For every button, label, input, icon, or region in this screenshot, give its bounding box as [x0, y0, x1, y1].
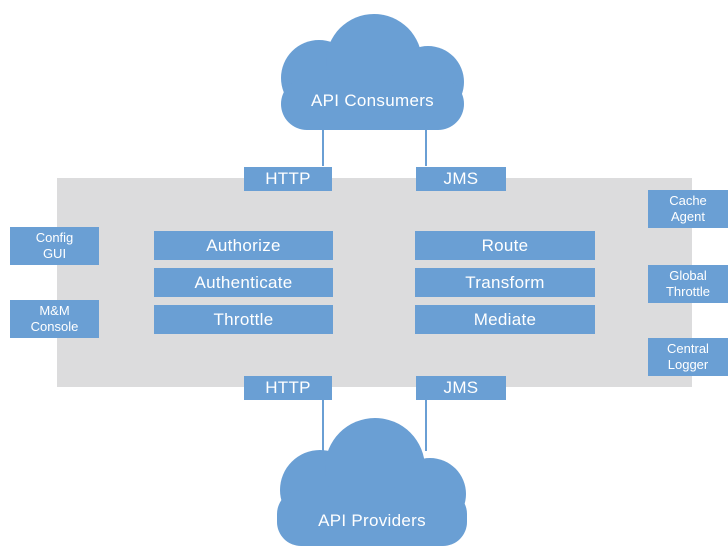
cache-agent-line-1: Cache: [669, 193, 707, 208]
mm-console-line-2: Console: [30, 319, 79, 334]
config-gui-line-2: GUI: [42, 246, 67, 261]
cache-agent-box: Cache Agent: [648, 190, 728, 228]
config-gui-box: Config GUI: [10, 227, 99, 265]
route-box: Route: [415, 231, 595, 260]
api-consumers-label: API Consumers: [311, 91, 434, 110]
api-gateway: [57, 178, 692, 387]
mm-console-box: M&M Console: [10, 300, 99, 338]
central-logger-box: Central Logger: [648, 338, 728, 376]
authorize-box: Authorize: [154, 231, 333, 260]
consumers-http-connector: [322, 120, 324, 166]
throttle-box: Throttle: [154, 305, 333, 334]
providers-cloud: [277, 418, 467, 546]
api-providers-label: API Providers: [318, 511, 426, 530]
central-logger-line-2: Logger: [667, 357, 709, 372]
mediate-box: Mediate: [415, 305, 595, 334]
consumers-cloud: [281, 14, 464, 130]
cache-agent-line-2: Agent: [671, 209, 705, 224]
authenticate-box: Authenticate: [154, 268, 333, 297]
providers-http-connector: [322, 399, 324, 457]
global-throttle-line-2: Throttle: [665, 284, 711, 299]
transform-box: Transform: [415, 268, 595, 297]
global-throttle-line-1: Global: [669, 268, 707, 283]
bottom-jms-protocol: JMS: [416, 376, 506, 400]
global-throttle-box: Global Throttle: [648, 265, 728, 303]
central-logger-line-1: Central: [667, 341, 709, 356]
consumers-jms-connector: [425, 120, 427, 166]
top-jms-protocol: JMS: [416, 167, 506, 191]
top-http-protocol: HTTP: [244, 167, 332, 191]
mm-console-line-1: M&M: [39, 303, 70, 318]
config-gui-line-1: Config: [35, 230, 74, 245]
providers-jms-connector: [425, 399, 427, 451]
bottom-http-protocol: HTTP: [244, 376, 332, 400]
